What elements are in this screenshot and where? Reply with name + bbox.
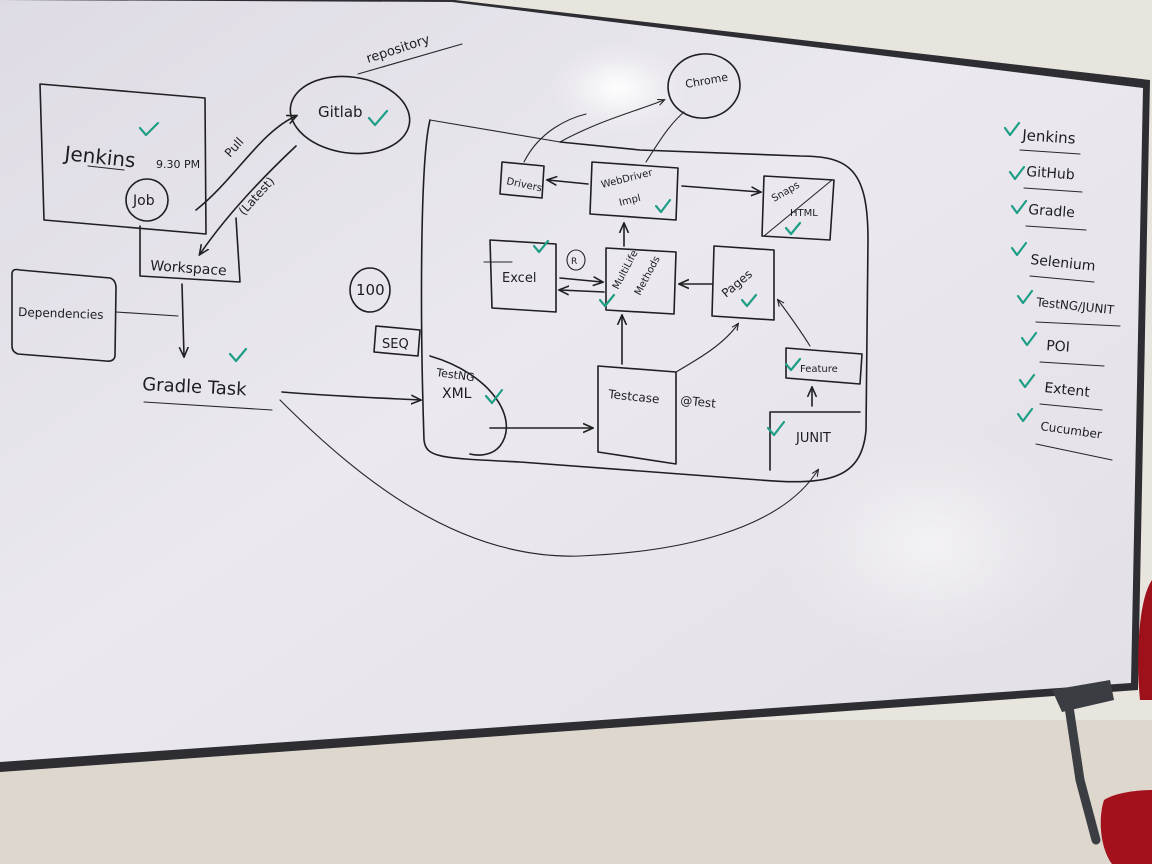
snaps-strike (763, 179, 833, 237)
webdriver-impl-box (589, 161, 679, 221)
chair-back (1138, 580, 1152, 700)
framework-top-edge (429, 119, 561, 143)
check-icon-cucumber (1016, 407, 1034, 423)
jenkins-box (39, 83, 207, 235)
pages-check-icon (740, 293, 758, 308)
check-icon-selenium (1010, 241, 1028, 257)
seq-box (373, 325, 421, 357)
checklist-underline (1035, 443, 1113, 461)
framework-container (420, 119, 869, 483)
methods-box (605, 247, 677, 315)
junit-label: JUNIT (795, 431, 831, 446)
excel-badge-circle (566, 249, 586, 271)
testcase-label: Testcase (607, 387, 660, 406)
test-annotation: @Test (680, 393, 717, 411)
feature-box (785, 347, 863, 385)
checklist-item-jenkins: Jenkins (1021, 126, 1077, 148)
container-to-chrome-arrow (559, 100, 664, 143)
check-icon-gradle (1010, 199, 1028, 215)
gradle-to-testng-arrow (281, 391, 420, 400)
gradle-to-junit-curve (279, 399, 818, 557)
check-icon-jenkins (1003, 121, 1021, 137)
testng-xml-shape (429, 355, 508, 456)
webdriver-check-icon (654, 198, 672, 214)
testng-xml-line1: TestNG (435, 366, 476, 384)
check-icon-github (1008, 165, 1026, 181)
checklist-underline (1035, 321, 1121, 327)
junit-check-icon (766, 420, 786, 437)
excel-to-methods-arrow (559, 278, 602, 282)
check-icon-testng-junit (1016, 289, 1034, 305)
dependencies-box (11, 268, 117, 362)
light-glare (548, 42, 688, 134)
webdriver-to-chrome-line (645, 111, 685, 163)
latest-arrow (200, 145, 297, 254)
job-label: Job (132, 193, 155, 209)
gradle-check-icon (228, 347, 248, 363)
gradle-underline (143, 401, 273, 411)
count-label: 100 (356, 281, 385, 299)
methods-check-icon (598, 293, 616, 308)
chrome-ellipse (667, 53, 741, 119)
feature-to-pages-arrow (778, 300, 811, 347)
methods-to-excel-arrow (560, 290, 605, 292)
jenkins-time: 9.30 PM (156, 158, 200, 171)
chair-arm-support (1063, 695, 1101, 845)
checklist-item-poi: POI (1046, 338, 1071, 356)
checklist-underline (1039, 403, 1103, 411)
gitlab-check-icon (367, 109, 389, 127)
checklist-underline (1019, 149, 1081, 155)
seq-label: SEQ (382, 337, 409, 352)
repository-underline (357, 43, 463, 75)
webdriver-to-drivers-arrow (548, 180, 589, 184)
checklist-underline (1025, 225, 1087, 231)
testcase-to-pages-arrow (675, 324, 738, 373)
drivers-to-chrome-line (523, 113, 587, 163)
workspace-to-gradle-arrow (182, 283, 184, 356)
testng-xml-line2: XML (442, 386, 472, 402)
webdriver-to-snaps-arrow (681, 185, 760, 192)
pull-arrow (195, 116, 296, 211)
checklist-underline (1023, 187, 1083, 193)
feature-check-icon (784, 357, 802, 372)
snaps-box (761, 175, 835, 241)
dependencies-label: Dependencies (18, 305, 104, 322)
check-icon-poi (1020, 331, 1038, 347)
workspace-label: Workspace (150, 258, 227, 279)
checklist-item-extent: Extent (1044, 380, 1092, 401)
gitlab-label: Gitlab (318, 103, 363, 121)
gitlab-ellipse (289, 75, 411, 155)
excel-label: Excel (502, 271, 536, 286)
drivers-box (499, 161, 545, 199)
checklist-underline (1039, 361, 1105, 367)
chair-seat (1100, 790, 1152, 864)
checklist-item-github: GitHub (1026, 164, 1076, 183)
excel-badge: R (571, 257, 577, 267)
jenkins-underline (87, 165, 125, 171)
checklist-underline (1029, 275, 1095, 283)
count-circle (349, 267, 391, 313)
checklist-item-gradle: Gradle (1028, 202, 1076, 221)
excel-box (489, 239, 557, 313)
job-circle (125, 178, 169, 222)
workspace-box (139, 217, 241, 283)
feature-label: Feature (800, 364, 838, 375)
check-icon-extent (1018, 373, 1036, 389)
light-glare-lower (770, 425, 1090, 665)
snaps-check-icon (784, 221, 802, 236)
jenkins-check-icon (138, 121, 160, 137)
office-chair (1052, 580, 1152, 864)
checklist-item-selenium: Selenium (1030, 252, 1097, 275)
webdriver-impl-line2: Impl (618, 193, 642, 209)
pages-box (711, 245, 775, 321)
junit-box (769, 411, 861, 471)
excel-check-icon (532, 239, 550, 254)
testcase-box (597, 365, 677, 465)
dependencies-link (115, 311, 179, 317)
testng-check-icon (484, 388, 504, 405)
snaps-line2: HTML (790, 208, 818, 219)
